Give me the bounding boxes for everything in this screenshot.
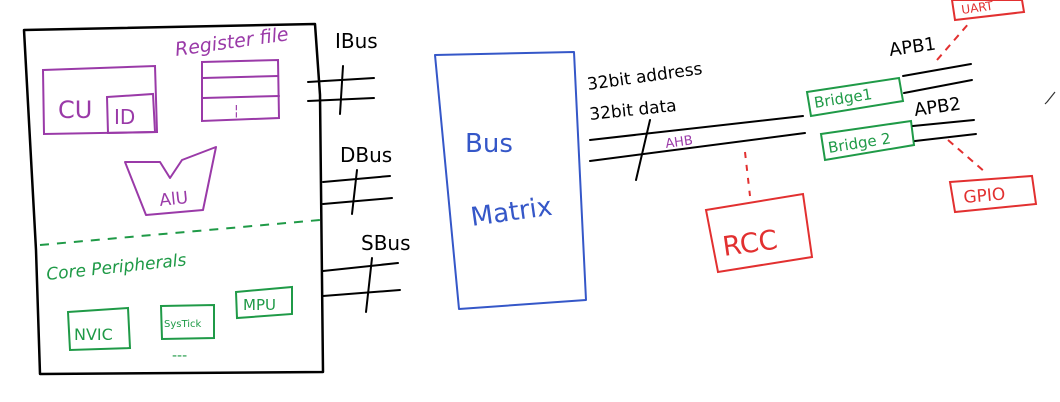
systick-box <box>159 303 215 341</box>
bridge2-label: Bridge 2 <box>827 129 892 157</box>
ahb-bus-lines <box>589 115 806 181</box>
alu-label: AlU <box>158 188 189 211</box>
uart-box <box>950 0 1026 22</box>
ibus-label: IBus <box>335 29 378 53</box>
mpu-box <box>234 285 293 320</box>
gpio-box <box>948 174 1038 214</box>
id-box <box>105 92 157 135</box>
id-label: ID <box>114 105 135 129</box>
uart-connector <box>936 21 971 61</box>
bus-matrix-line2: Matrix <box>469 192 554 233</box>
core-peripherals-label: Core Peripherals <box>45 250 187 285</box>
sbus-label: SBus <box>361 231 411 255</box>
register-file-block <box>201 58 281 123</box>
gpio-label: GPIO <box>963 184 1006 208</box>
uart-label: UART <box>960 0 994 17</box>
ibus-lines <box>307 65 375 115</box>
bridge1-box <box>805 76 905 118</box>
rcc-box <box>704 192 814 274</box>
dbus-lines <box>322 169 393 215</box>
nvic-label: NVIC <box>74 325 113 344</box>
mpu-label: MPU <box>243 296 276 314</box>
apb2-label: APB2 <box>913 94 962 121</box>
rcc-label: RCC <box>721 225 780 263</box>
apb1-lines <box>902 63 973 94</box>
ahb-data-label: 32bit data <box>588 96 677 125</box>
nvic-box <box>66 306 132 352</box>
apb1-label: APB1 <box>888 34 937 61</box>
pen-cursor-icon <box>1044 91 1056 105</box>
apb2-lines <box>912 119 977 142</box>
ellipsis-mark: --- <box>172 348 187 364</box>
bus-matrix-box <box>434 51 587 310</box>
alu-shape <box>124 146 217 216</box>
bus-matrix-line1: Bus <box>465 129 513 159</box>
dbus-label: DBus <box>340 143 392 167</box>
register-row-mark: ¦ <box>234 103 239 119</box>
sbus-lines <box>322 257 401 313</box>
core-peripherals-divider <box>39 219 321 246</box>
systick-label: SysTick <box>164 319 202 330</box>
rcc-connector <box>744 151 751 197</box>
ahb-address-label: 32bit address <box>586 59 704 95</box>
cpu-outline <box>22 22 325 376</box>
ahb-label: AHB <box>664 133 693 152</box>
bridge2-box <box>819 119 916 162</box>
register-file-label: Register file <box>174 23 290 61</box>
gpio-connector <box>947 139 986 173</box>
cu-box <box>41 64 159 136</box>
cu-label: CU <box>58 96 92 124</box>
